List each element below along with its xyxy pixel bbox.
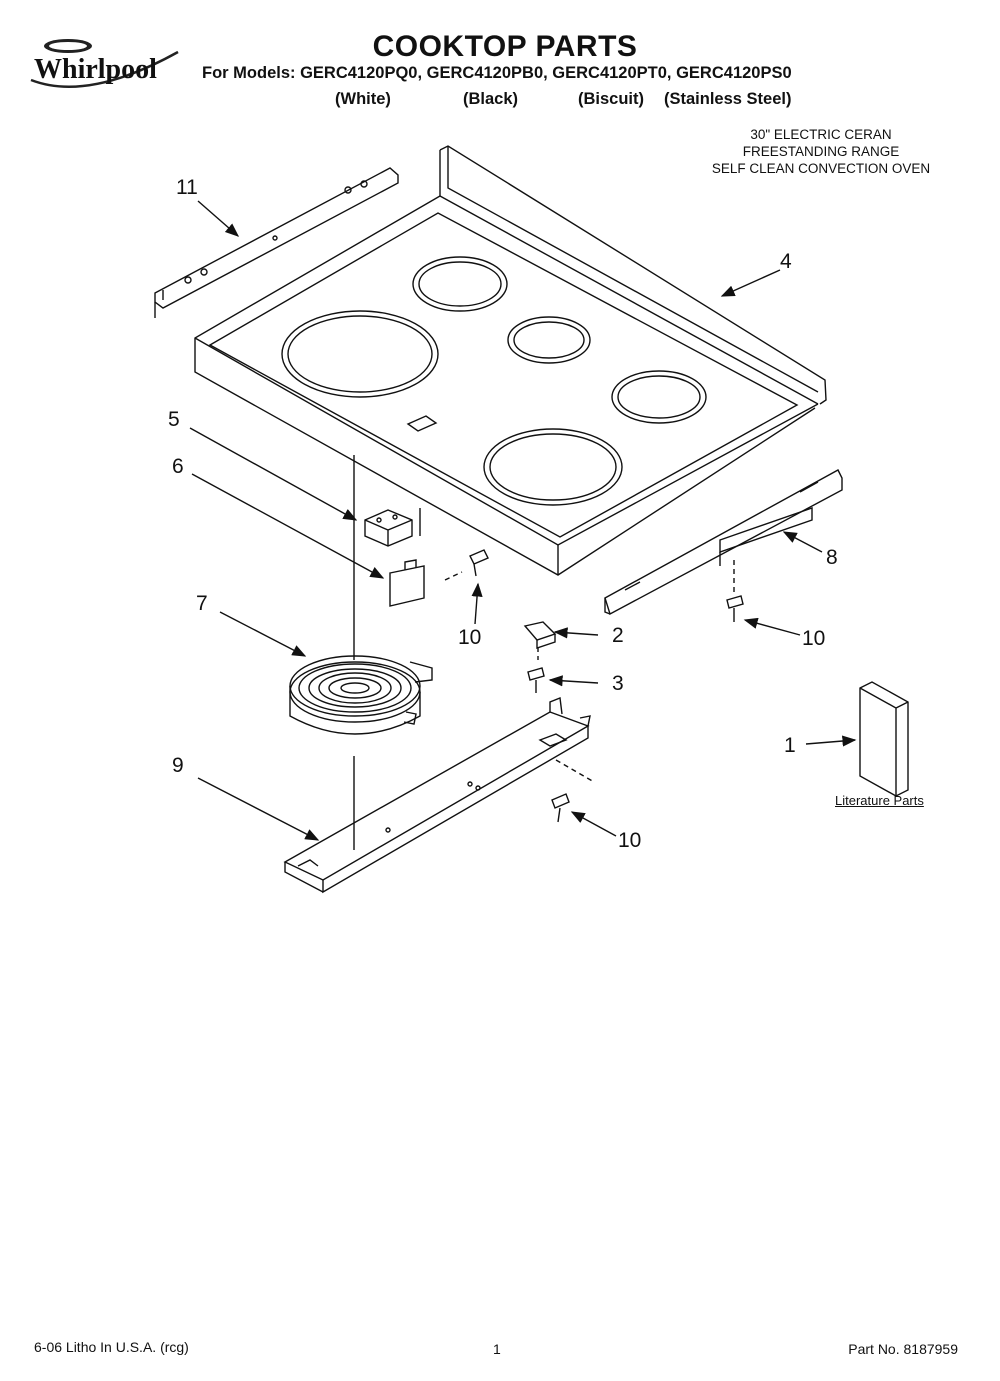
rear-rail-part-11 <box>154 167 399 318</box>
page-number: 1 <box>493 1341 501 1357</box>
leader-lines <box>189 200 857 841</box>
color-biscuit-label: (Biscuit) <box>578 90 644 108</box>
switch-bracket-part-6 <box>389 508 425 607</box>
front-channel-part-8 <box>604 469 843 616</box>
callout-4: 4 <box>780 250 792 273</box>
color-white-label: (White) <box>335 90 391 108</box>
svg-text:Whirlpool: Whirlpool <box>34 54 157 85</box>
models-line: For Models: GERC4120PQ0, GERC4120PB0, GE… <box>202 64 792 82</box>
clip-screw-part-3 <box>527 667 545 693</box>
callout-3: 3 <box>612 672 624 695</box>
desc-line: FREESTANDING RANGE <box>742 144 900 159</box>
callout-6: 6 <box>172 455 184 478</box>
callout-7: 7 <box>196 592 208 615</box>
literature-parts-label: Literature Parts <box>835 793 924 808</box>
callout-9: 9 <box>172 754 184 777</box>
literature-booklet-part-1 <box>859 681 909 797</box>
radiant-element-part-7 <box>289 455 433 850</box>
callout-10: 10 <box>802 627 825 650</box>
range-description: 30" ELECTRIC CERAN FREESTANDING RANGE SE… <box>686 126 956 177</box>
color-black-label: (Black) <box>463 90 519 108</box>
footer-litho: 6-06 Litho In U.S.A. (rcg) <box>34 1339 189 1355</box>
desc-line: SELF CLEAN CONVECTION OVEN <box>711 161 931 176</box>
color-stainless-label: (Stainless Steel) <box>664 90 792 108</box>
screw-part-10 <box>551 793 570 823</box>
support-bracket-part-9 <box>283 697 595 894</box>
screw-part-10 <box>444 549 489 581</box>
whirlpool-logo: Whirlpool <box>30 39 179 88</box>
part-number: Part No. 8187959 <box>848 1341 958 1357</box>
mounting-clip-part-2 <box>523 621 557 664</box>
screw-part-10 <box>726 560 744 622</box>
cooktop-glass-part-4 <box>194 145 827 576</box>
callout-5: 5 <box>168 408 180 431</box>
desc-line: 30" ELECTRIC CERAN <box>750 127 892 142</box>
callout-1: 1 <box>784 734 796 757</box>
callout-2: 2 <box>612 624 624 647</box>
callout-10: 10 <box>618 829 641 852</box>
page-title: COOKTOP PARTS <box>372 30 638 63</box>
callout-8: 8 <box>826 546 838 569</box>
limiter-switch-part-5 <box>364 509 413 547</box>
callout-10: 10 <box>458 626 481 649</box>
callout-11: 11 <box>176 176 198 199</box>
